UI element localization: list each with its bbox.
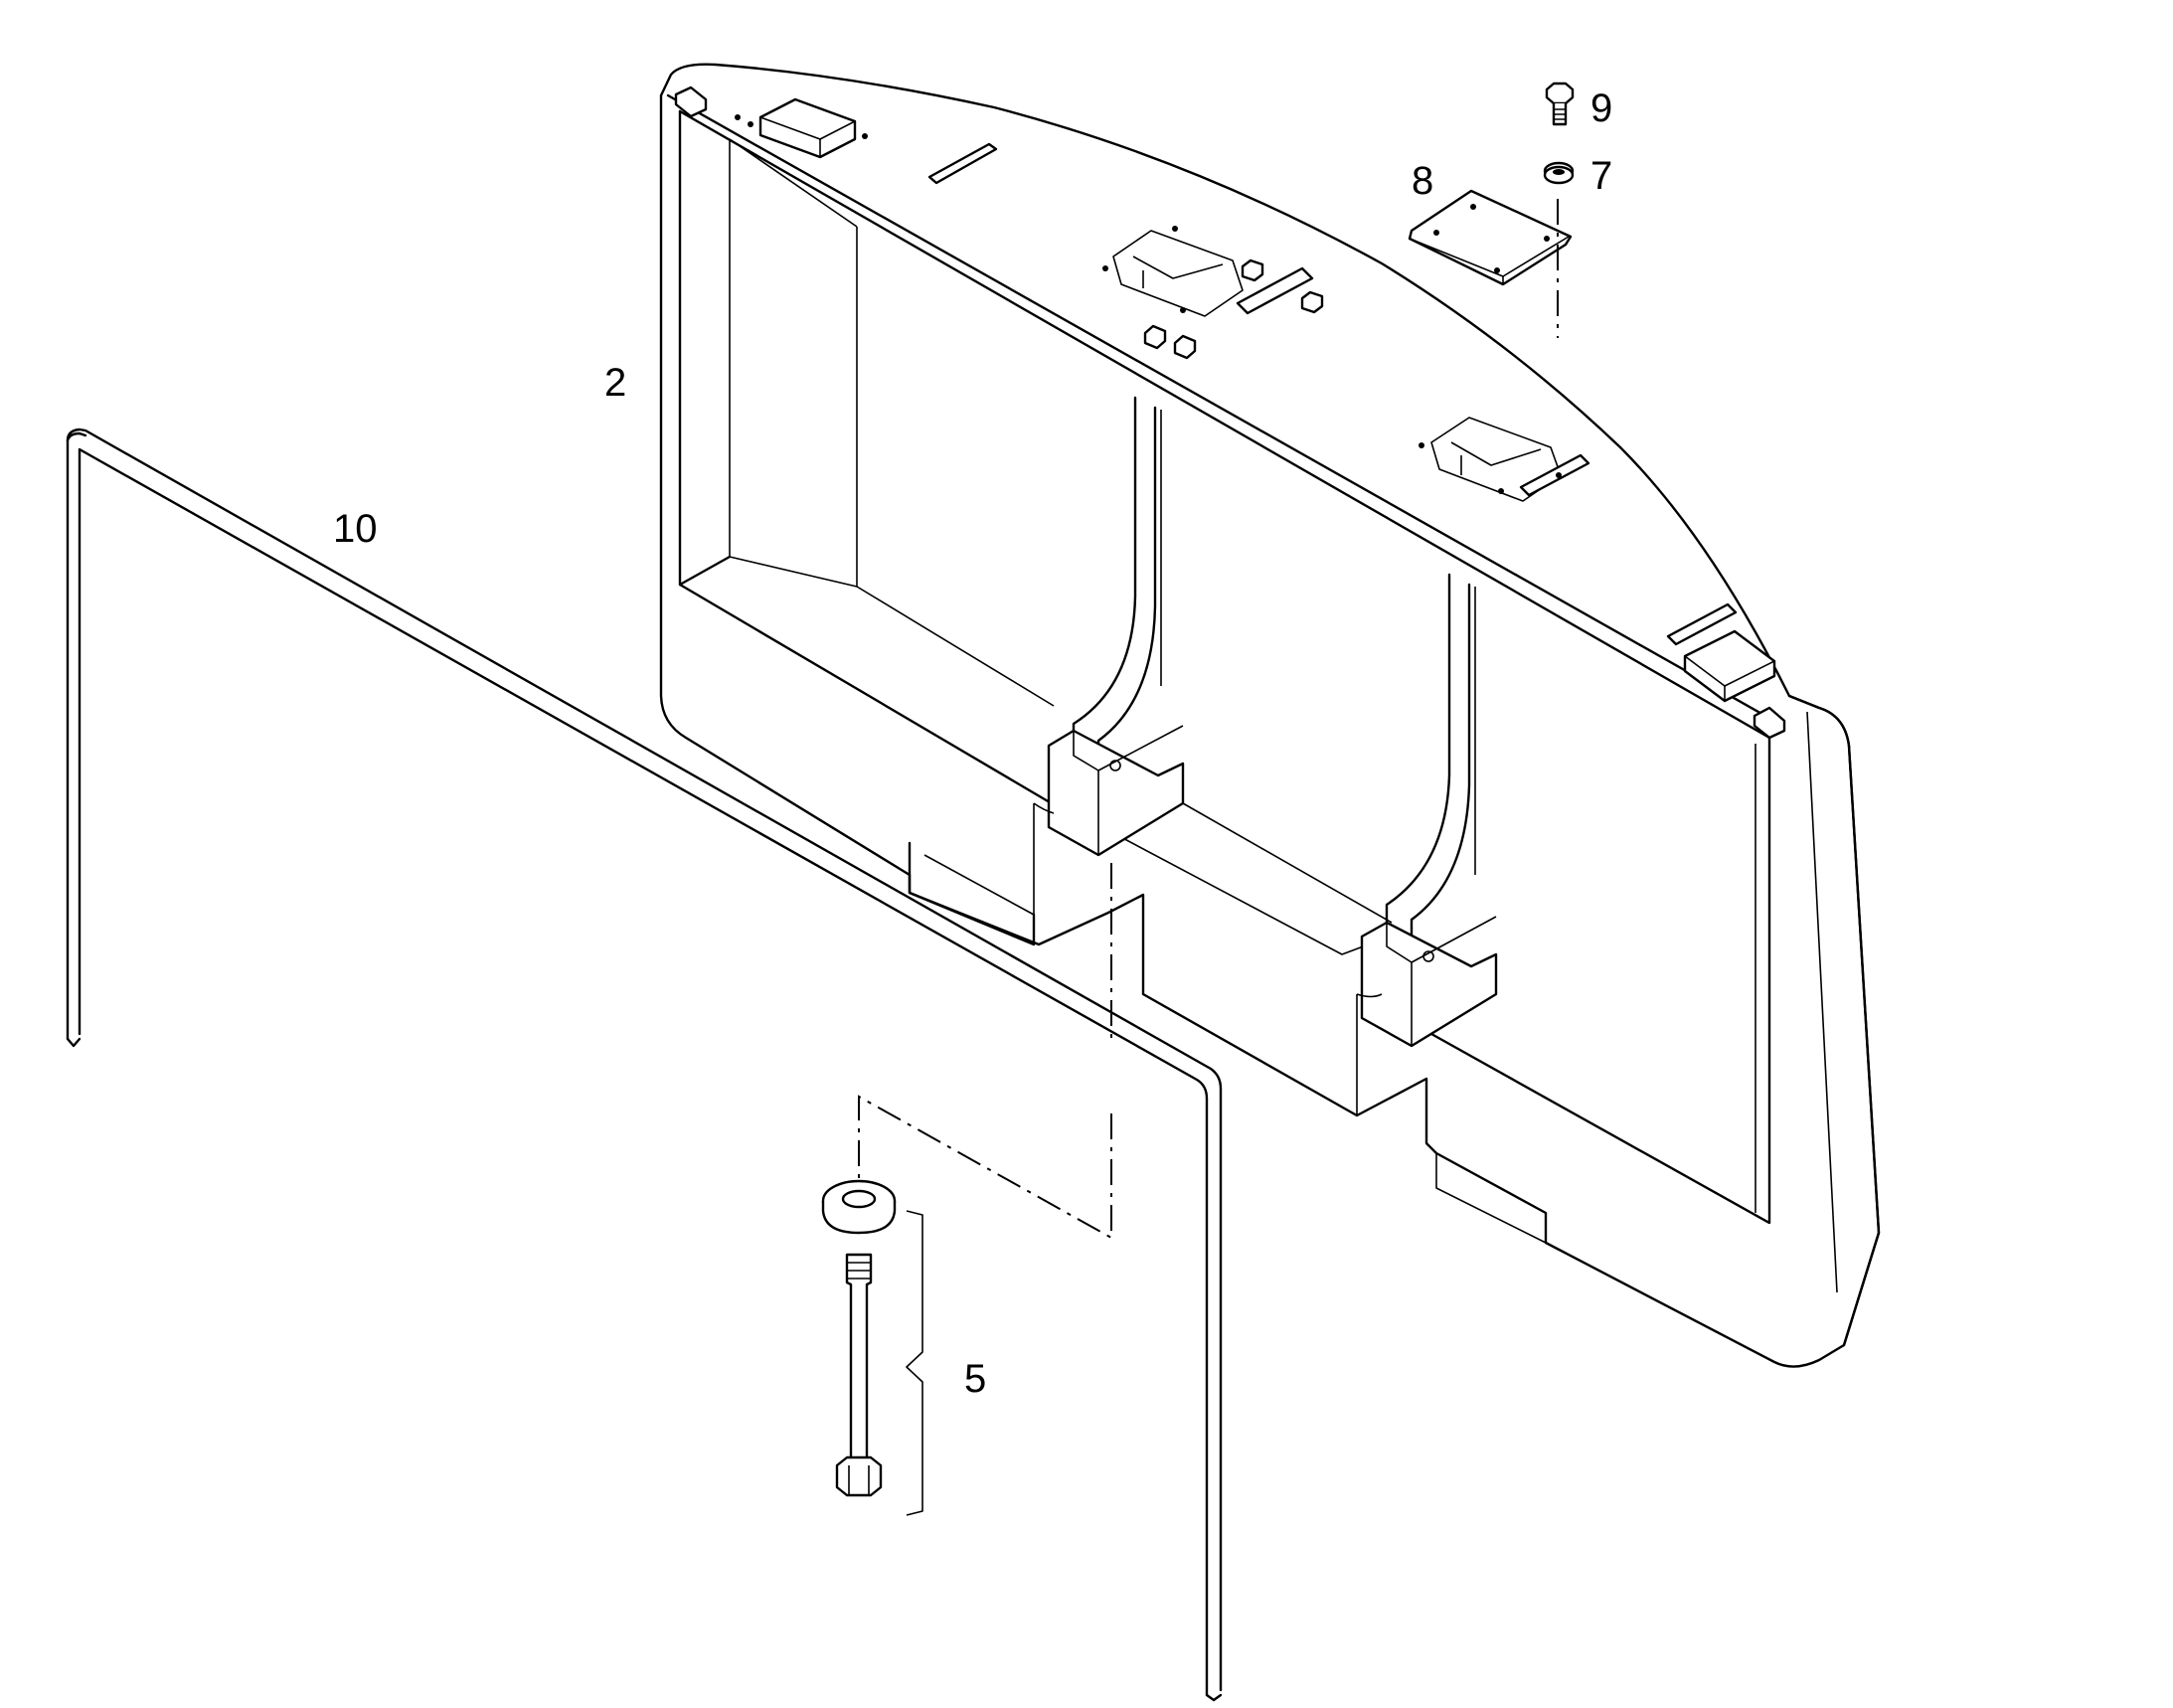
- small-bolt: [1545, 82, 1575, 126]
- assembly-lines: [858, 199, 1559, 1240]
- callout-2: 2: [604, 361, 626, 405]
- callout-labels: 2 5 7 8 9 10: [333, 86, 1612, 1401]
- callout-9: 9: [1590, 86, 1612, 130]
- callout-5-bracket: [906, 1210, 923, 1516]
- cover-plate: [1408, 189, 1573, 286]
- small-washer: [1543, 161, 1575, 185]
- counterweight-frame: [659, 63, 1881, 1368]
- callout-7: 7: [1590, 154, 1612, 198]
- bent-rod: [66, 427, 1223, 1702]
- callout-5: 5: [964, 1357, 986, 1401]
- long-bolt-assembly: [821, 1179, 897, 1497]
- callout-10: 10: [333, 507, 378, 551]
- callout-8: 8: [1412, 159, 1433, 203]
